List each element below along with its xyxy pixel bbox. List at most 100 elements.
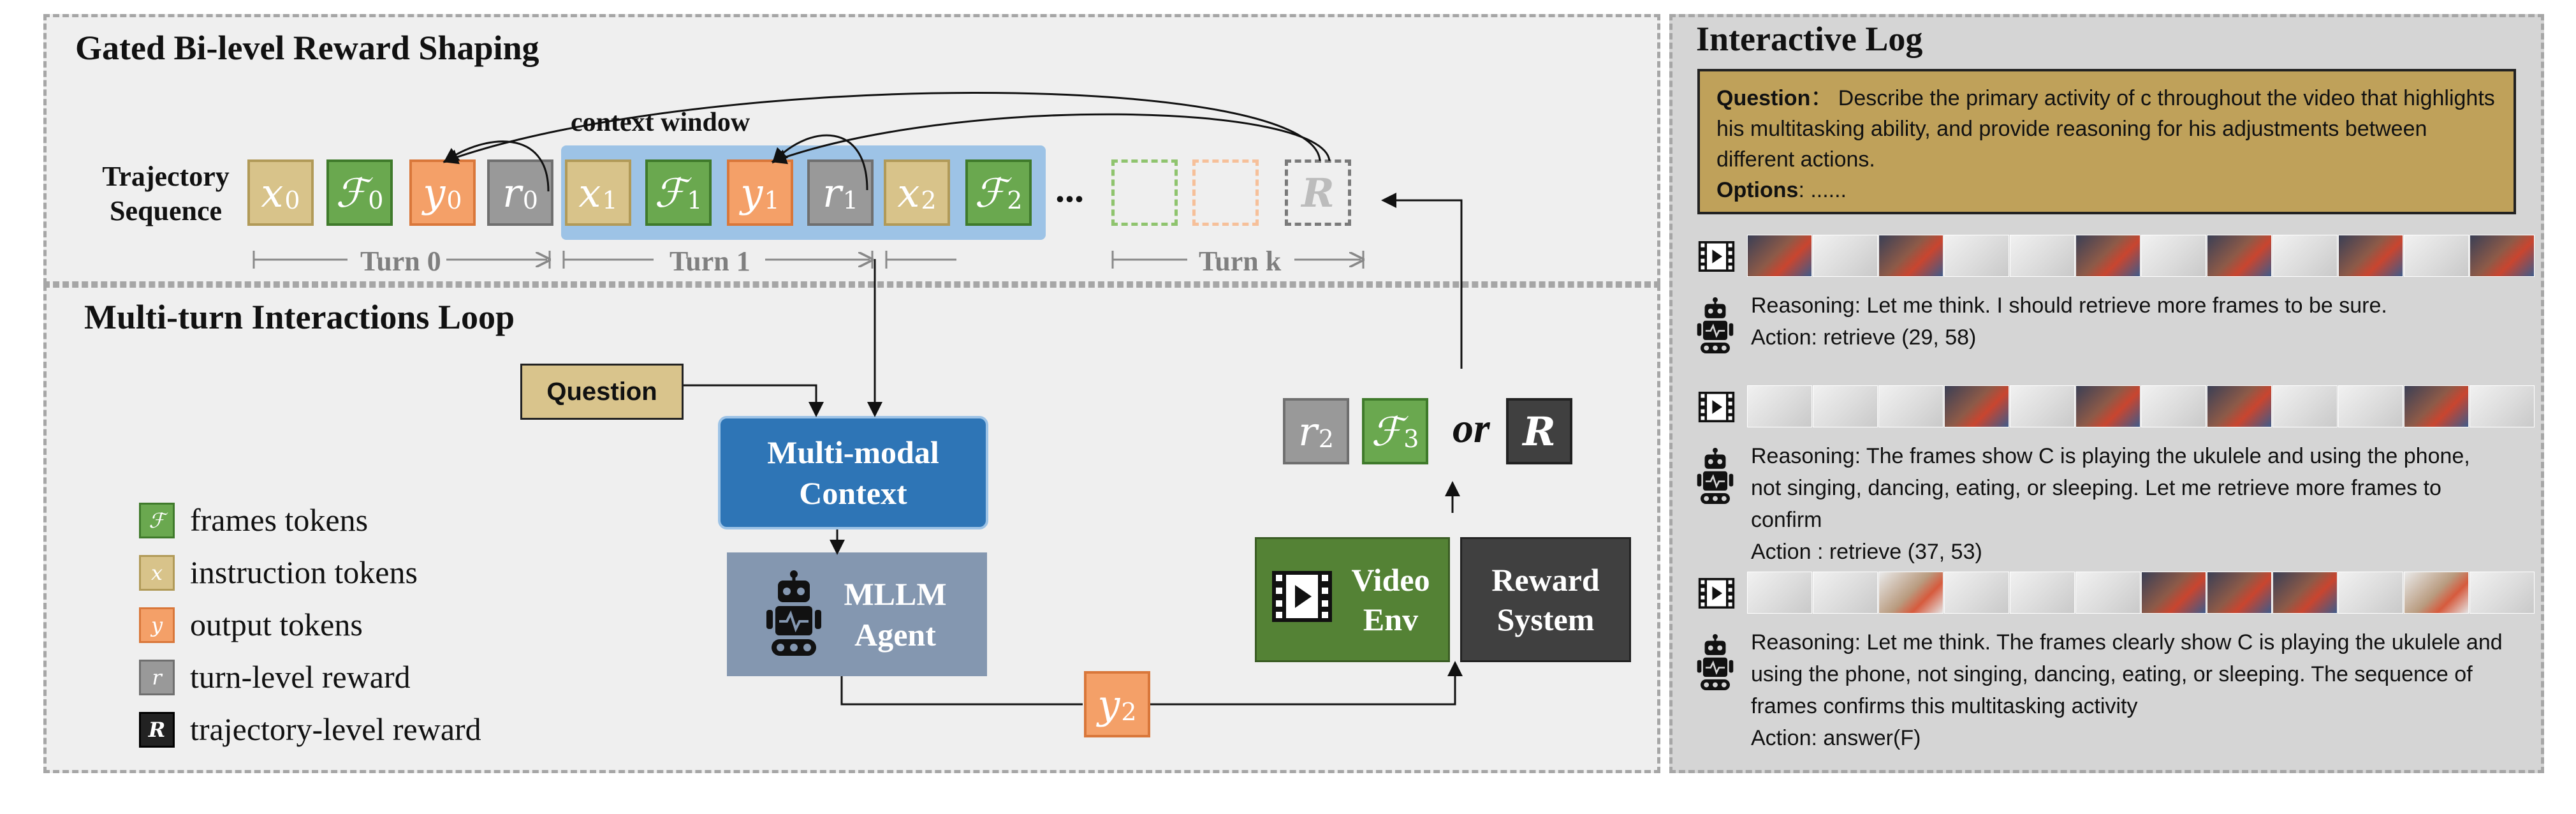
robot-icon — [1696, 634, 1734, 696]
trajectory-label-line1: Trajectory — [102, 161, 230, 192]
video-frame-thumbnail — [2207, 572, 2272, 614]
robot-icon — [1696, 448, 1734, 510]
mllm-agent-box: MLLM Agent — [727, 552, 987, 676]
reward-system-line1: Reward — [1491, 562, 1600, 598]
token-subscript: 2 — [1007, 186, 1023, 214]
log-action: Action: answer(F) — [1751, 726, 1921, 750]
video-frame-thumbnail — [2141, 235, 2206, 277]
reward-shaping-title: Gated Bi-level Reward Shaping — [75, 29, 539, 67]
video-env-line2: Env — [1363, 602, 1419, 637]
video-frame-thumbnail — [2207, 235, 2272, 277]
robot-icon — [766, 570, 821, 669]
log-step-text: Reasoning: Let me think. The frames clea… — [1751, 626, 2503, 754]
log-reasoning: Reasoning: Let me think. I should retrie… — [1751, 293, 2387, 318]
video-frame-thumbnail — [2272, 385, 2338, 427]
token-subscript: 0 — [284, 186, 300, 214]
agent-label-line1: MLLM — [844, 576, 947, 612]
feedback-r-symbol: r — [1298, 408, 1317, 455]
token-subscript: 1 — [602, 186, 618, 214]
video-frame-thumbnail — [2404, 385, 2469, 427]
token-symbol: ℱ — [335, 169, 367, 216]
log-question-text: Describe the primary activity of c throu… — [1716, 86, 2495, 172]
log-options-text: : ...... — [1798, 178, 1847, 202]
turn-label-0: Turn 0 — [360, 246, 441, 277]
video-frame-thumbnail — [2141, 572, 2206, 614]
token-symbol: r — [502, 169, 522, 216]
interactive-log-title: Interactive Log — [1696, 20, 1923, 58]
video-frame-thumbnail — [2470, 385, 2535, 427]
feedback-r-sub: 2 — [1318, 425, 1334, 453]
token-subscript: 1 — [687, 186, 703, 214]
log-step-text: Reasoning: The frames show C is playing … — [1751, 440, 2503, 568]
log-reasoning: Reasoning: Let me think. The frames clea… — [1751, 630, 2503, 718]
legend-label-r: turn-level reward — [190, 659, 411, 695]
token-subscript: 1 — [842, 186, 858, 214]
context-label-line1: Multi-modal — [767, 434, 939, 470]
video-env-line1: Video — [1351, 562, 1430, 598]
token-symbol: y — [423, 169, 446, 216]
turn-label-1: Turn 1 — [670, 246, 750, 277]
placeholder-frames-token — [1111, 159, 1178, 226]
trajectory-label-line2: Sequence — [110, 195, 222, 226]
video-frame-thumbnail — [2075, 385, 2141, 427]
video-frame-thumbnail — [2470, 235, 2535, 277]
video-frame-thumbnail — [2404, 572, 2469, 614]
log-reasoning: Reasoning: The frames show C is playing … — [1751, 444, 2470, 532]
legend-label-y: output tokens — [190, 607, 363, 642]
or-label: or — [1453, 405, 1490, 452]
robot-icon — [1696, 297, 1734, 359]
output-token-symbol: y — [1097, 681, 1120, 728]
arrow-feedback-to-trajectory — [1381, 193, 1463, 369]
film-icon — [1697, 241, 1736, 275]
output-token-sub: 2 — [1121, 698, 1137, 726]
video-frame-thumbnail — [2075, 572, 2141, 614]
log-action: Action : retrieve (37, 53) — [1751, 540, 1982, 564]
video-frame-thumbnail — [1813, 572, 1878, 614]
video-frame-thumbnail — [2338, 235, 2403, 277]
video-frame-thumbnail — [2404, 235, 2469, 277]
video-frame-thumbnail — [2338, 385, 2403, 427]
placeholder-output-token — [1192, 159, 1259, 226]
video-frame-thumbnail — [2338, 572, 2403, 614]
arrow-output-to-env — [1150, 661, 1463, 706]
film-icon — [1272, 571, 1332, 631]
agent-label: MLLM Agent — [844, 574, 946, 655]
arrow-agent-to-output — [840, 676, 1083, 706]
arc-r0-to-y0 — [443, 140, 550, 192]
token-subscript: 0 — [368, 186, 384, 214]
token-subscript: 0 — [446, 186, 462, 214]
token-subscript: 1 — [764, 186, 780, 214]
feedback-f-sub: 3 — [1403, 425, 1419, 453]
video-frame-thumbnail — [2470, 572, 2535, 614]
arc-r1-to-y1 — [772, 134, 868, 191]
film-icon-svg — [1272, 571, 1332, 622]
video-frame-thumbnail — [1813, 385, 1878, 427]
video-frame-thumbnail — [1747, 235, 1812, 277]
video-frame-thumbnail — [1944, 572, 2009, 614]
ellipsis: ... — [1055, 168, 1084, 210]
arrow-question-to-context — [684, 384, 824, 417]
interaction-loop-title: Multi-turn Interactions Loop — [84, 298, 515, 336]
agent-label-line2: Agent — [854, 617, 936, 653]
log-question-key: Question — [1716, 86, 1811, 110]
legend-label-f: frames tokens — [190, 502, 369, 538]
token-subscript: 2 — [921, 186, 937, 214]
token-symbol: x — [897, 169, 920, 216]
feedback-f-symbol: ℱ — [1371, 408, 1403, 455]
token-symbol: y — [740, 169, 763, 216]
video-frame-thumbnail — [2272, 572, 2338, 614]
legend-token-f: ℱ — [139, 503, 175, 538]
video-frame-thumbnail — [2075, 235, 2141, 277]
video-frame-thumbnail — [1944, 385, 2009, 427]
token-symbol: ℱ — [974, 169, 1006, 216]
reward-system-line2: System — [1497, 602, 1595, 637]
